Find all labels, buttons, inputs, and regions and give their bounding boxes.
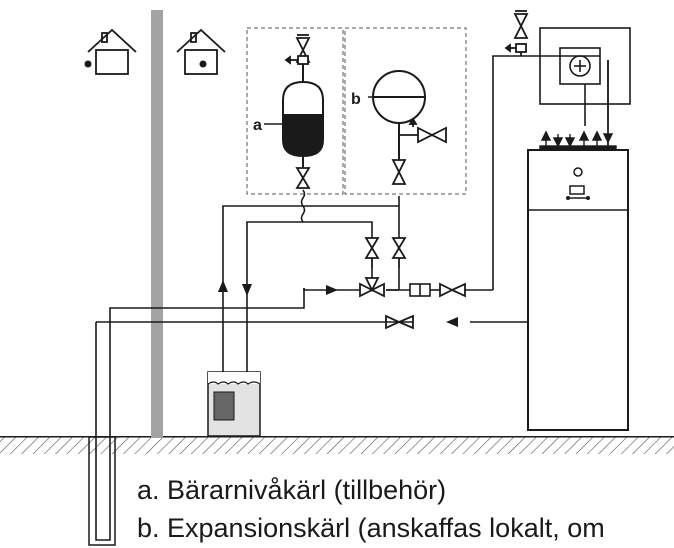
safety-valve	[399, 117, 447, 144]
heat-pump-connections	[539, 126, 617, 151]
ground	[0, 436, 674, 454]
option-b-box	[344, 27, 467, 195]
borehole	[88, 436, 116, 546]
filter	[409, 283, 431, 297]
label-a: a	[253, 117, 262, 134]
level-tank	[207, 371, 261, 437]
shutoff-valve-return	[385, 314, 414, 330]
valve-left-vertical	[364, 237, 380, 268]
legend-item-b: b. Expansionskärl (anskaffas lokalt, om	[137, 513, 605, 543]
valve-right-vertical	[391, 237, 407, 268]
flow-arrows	[218, 280, 458, 327]
house-outdoor-icon	[84, 28, 137, 75]
pump-box	[539, 27, 631, 126]
expansion-vessel	[368, 70, 426, 160]
valve-expansion-bottom	[391, 159, 407, 185]
valve-vessel-bottom	[295, 167, 311, 189]
wall-column	[151, 10, 163, 438]
three-way-valve	[359, 277, 385, 298]
air-vent	[504, 10, 529, 56]
label-b: b	[351, 91, 361, 108]
legend-item-a: a. Bärarnivåkärl (tillbehör)	[137, 475, 447, 505]
shutoff-valve-feed	[439, 282, 466, 298]
option-a-box	[246, 27, 344, 195]
level-vessel	[264, 62, 324, 168]
house-indoor-icon	[176, 28, 226, 75]
heat-pump-unit	[527, 149, 629, 431]
valve-vessel-top	[284, 34, 311, 65]
